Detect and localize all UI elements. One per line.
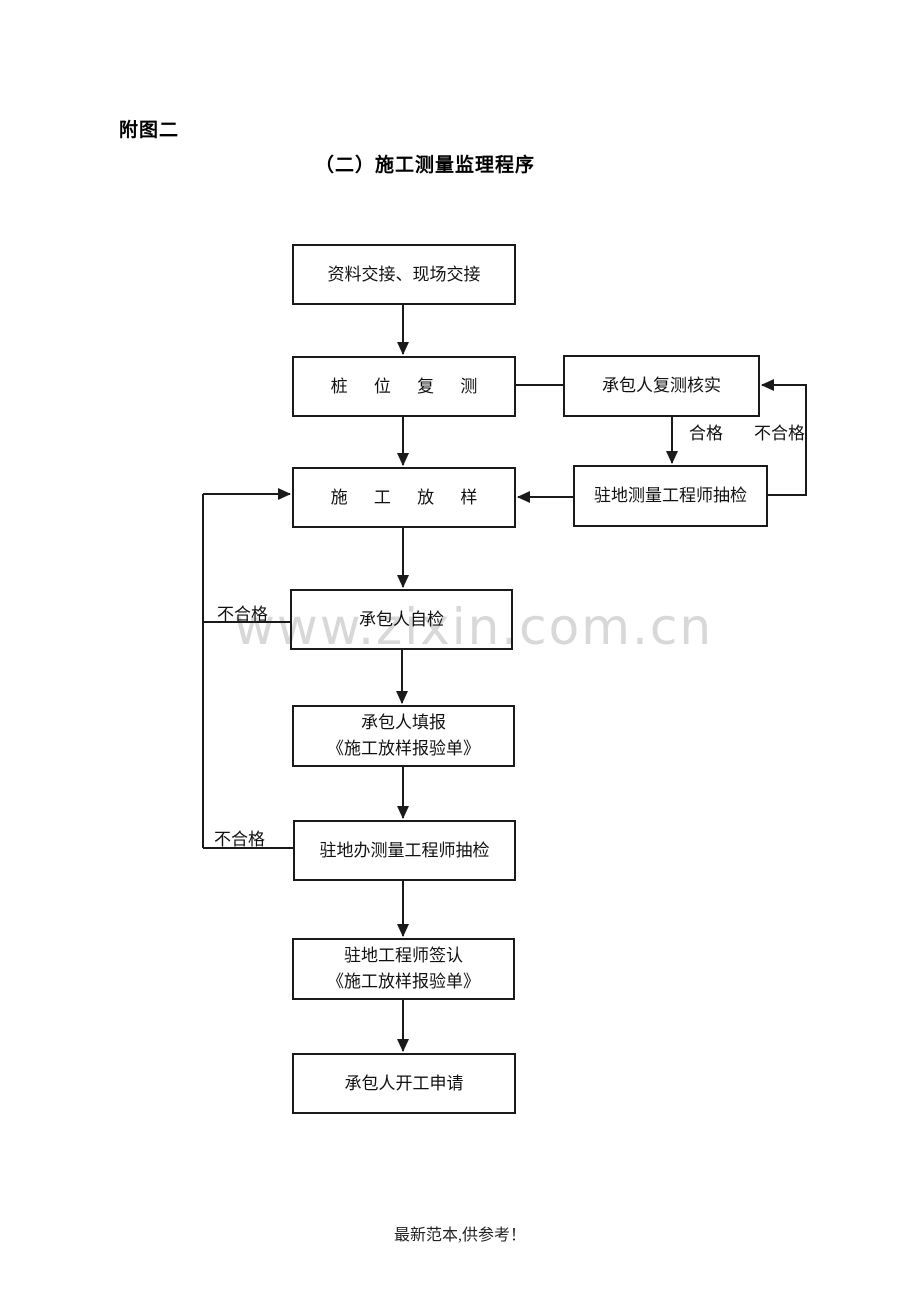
node-label: 桩 位 复 测: [330, 376, 489, 396]
node-label: 承包人开工申请: [344, 1073, 464, 1093]
flow-node-contractor-recheck-verify: 承包人复测核实: [563, 355, 760, 417]
arrow-unqualified-right-loop: [761, 379, 807, 496]
flow-node-resident-surveyor-spot-check: 驻地测量工程师抽检: [573, 465, 768, 527]
edge-label-qualified: 合格: [689, 424, 723, 443]
flow-node-resident-engineer-sign: 驻地工程师签认 《施工放样报验单》: [292, 938, 515, 1000]
node-label-line1: 驻地工程师签认: [344, 946, 463, 965]
node-label: 承包人复测核实: [602, 376, 721, 395]
node-label: 驻地测量工程师抽检: [594, 486, 747, 505]
node-label-line1: 承包人填报: [361, 713, 446, 732]
flow-node-contractor-submit-form: 承包人填报 《施工放样报验单》: [292, 705, 515, 767]
node-label: 资料交接、现场交接: [327, 264, 481, 284]
flow-node-contractor-start-application: 承包人开工申请: [292, 1053, 516, 1114]
flow-node-pile-position-recheck: 桩 位 复 测: [292, 356, 516, 417]
edge-label-unqualified-top-right: 不合格: [754, 424, 805, 443]
footer-note: 最新范本,供参考！: [393, 1227, 526, 1244]
flow-node-resident-office-surveyor-check: 驻地办测量工程师抽检: [293, 820, 516, 881]
node-label: 驻地办测量工程师抽检: [319, 840, 490, 860]
figure-label: 附图二: [119, 120, 180, 141]
edge-label-unqualified-left-lower: 不合格: [214, 830, 265, 849]
node-label: 承包人自检: [359, 609, 444, 629]
node-label-line2: 《施工放样报验单》: [327, 972, 480, 991]
flow-node-construction-setting-out: 施 工 放 样: [292, 467, 516, 528]
node-label: 施 工 放 样: [330, 487, 489, 507]
flow-node-data-handover: 资料交接、现场交接: [292, 244, 516, 305]
edge-label-unqualified-left-upper: 不合格: [217, 605, 268, 624]
flow-node-contractor-self-check: 承包人自检: [290, 589, 513, 650]
page-title: （二）施工测量监理程序: [315, 155, 536, 176]
watermark-text: www.zixin.com.cn: [234, 598, 714, 656]
node-label-line2: 《施工放样报验单》: [327, 739, 480, 758]
